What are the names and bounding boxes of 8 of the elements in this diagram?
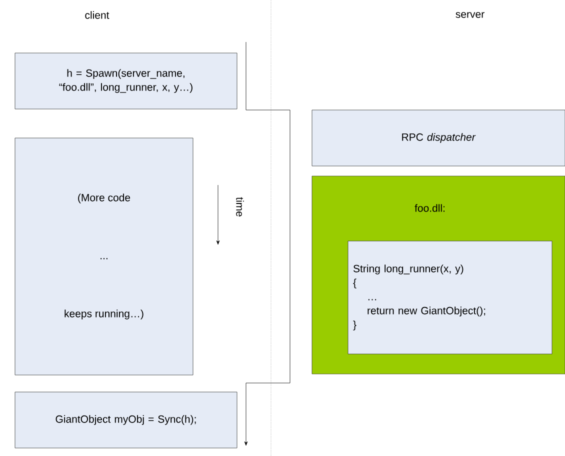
column-heading: server [456,12,484,18]
process-box: (More code ... keeps running…) [14,138,194,376]
column-heading: client [85,11,110,19]
process-box: h = Spawn(server_name, “foo.dll”, long_runner, x, y…) [14,52,238,110]
process-box: RPC dispatcher [312,110,565,166]
process-box: GiantObject myObj = Sync(h); [14,392,238,448]
axis-label: time [236,197,244,216]
code-box: String long_runner(x, y) { … return new GiantObject(); } [348,240,552,354]
